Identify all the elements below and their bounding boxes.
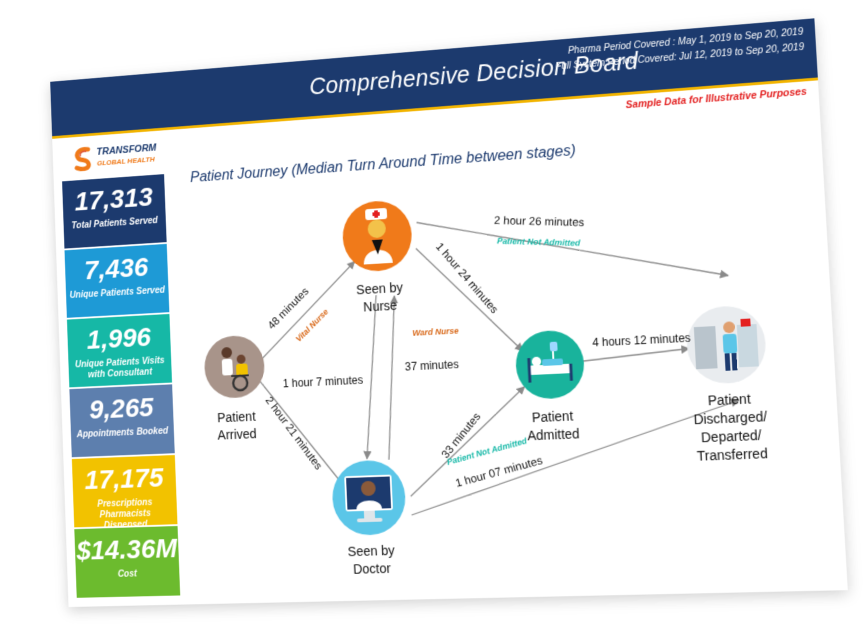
arrow-nurse-admitted <box>416 242 523 356</box>
node-patient-admitted <box>514 329 586 401</box>
arrow-nurse-doctor <box>360 295 384 459</box>
decision-board: Comprehensive Decision Board Pharma Peri… <box>43 0 864 625</box>
patient-wheelchair-icon <box>221 346 265 399</box>
edge-nurse-discharged: 2 hour 26 minutes <box>493 213 585 229</box>
doctor-icon <box>344 474 394 523</box>
arrow-arrived-nurse <box>253 261 359 363</box>
label-patient-discharged: Patient Discharged/ Departed/ Transferre… <box>693 390 769 464</box>
node-patient-discharged <box>685 304 768 385</box>
nurse-icon <box>363 207 393 265</box>
node-seen-by-doctor <box>330 459 407 537</box>
hospital-bed-icon <box>514 329 585 400</box>
label-seen-by-doctor: Seen by Doctor <box>347 542 395 577</box>
discharge-icon <box>693 318 759 371</box>
label-patient-arrived: Patient Arrived <box>216 408 257 443</box>
board-sheet: Comprehensive Decision Board Pharma Peri… <box>50 18 848 607</box>
node-patient-arrived <box>203 334 266 400</box>
arrow-admitted-discharged <box>582 348 690 361</box>
node-seen-by-nurse <box>341 198 414 274</box>
label-seen-by-nurse: Seen by Nurse <box>355 279 404 315</box>
arrow-doctor-nurse <box>382 296 402 460</box>
edge-doctor-nurse: 37 minutes <box>404 357 460 374</box>
